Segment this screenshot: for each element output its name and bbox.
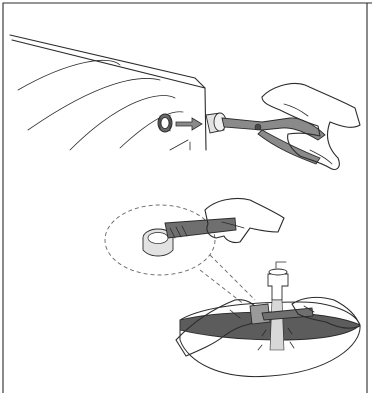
brush-icon	[165, 218, 236, 238]
faucet-icon	[268, 262, 288, 300]
